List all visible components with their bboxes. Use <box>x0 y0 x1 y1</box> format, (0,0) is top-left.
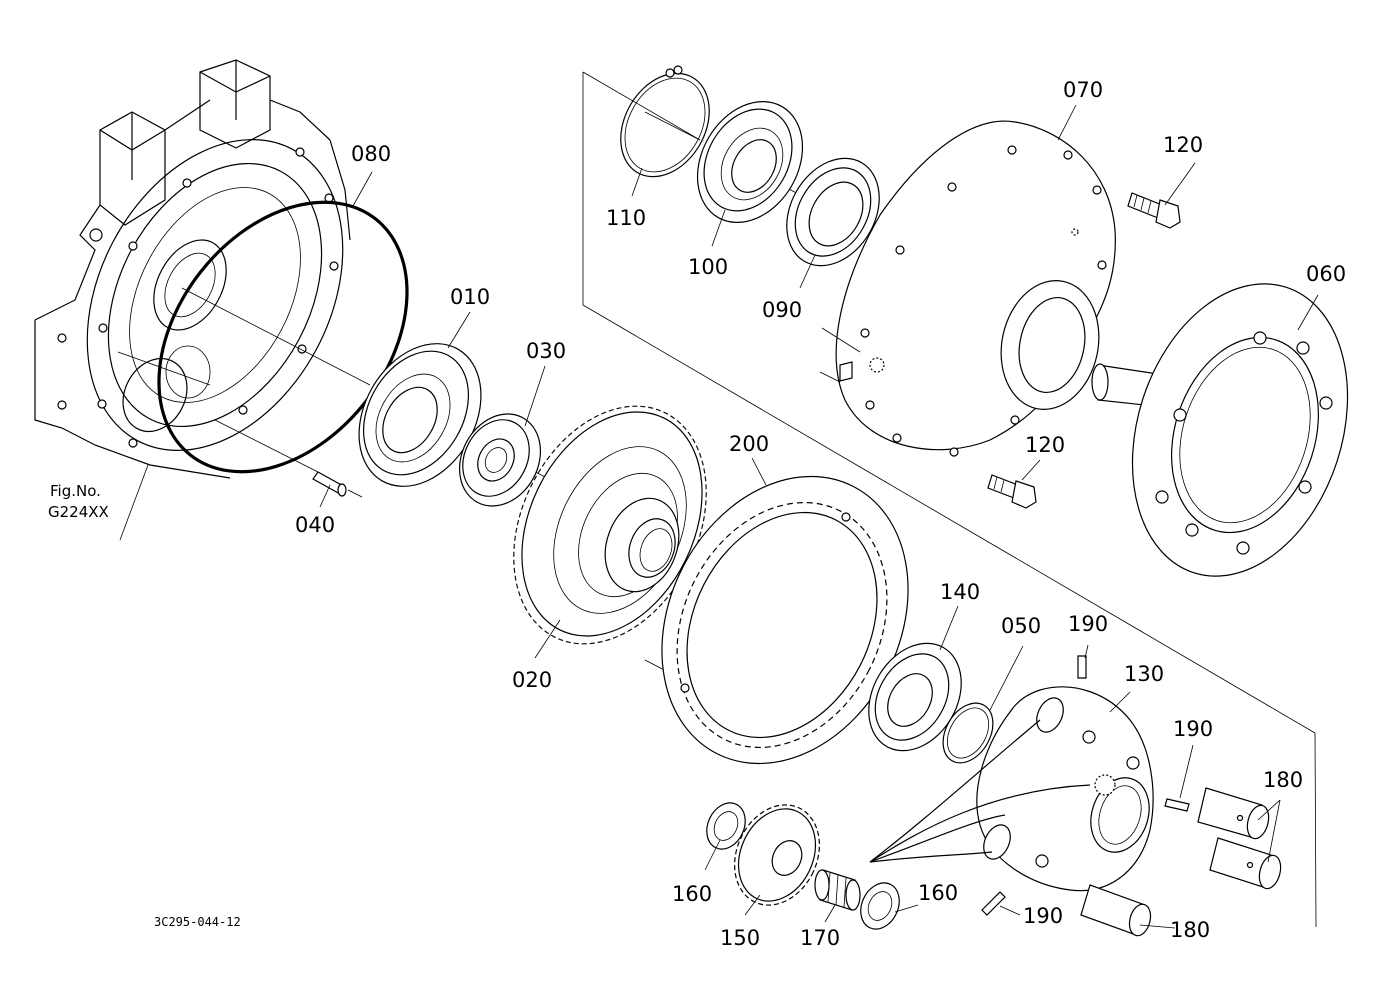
callout-190-top: 190 <box>1068 612 1108 636</box>
pin-190-right <box>1164 798 1190 812</box>
carrier-130 <box>869 686 1154 892</box>
bolt-120-lower <box>987 474 1037 509</box>
callout-150: 150 <box>720 926 760 950</box>
callout-020: 020 <box>512 668 552 692</box>
pin-190-top <box>1077 655 1087 679</box>
callout-080: 080 <box>351 142 391 166</box>
bolt-120-upper <box>1127 192 1181 229</box>
fig-no-label: Fig.No. <box>50 482 101 500</box>
shaft-180-upper <box>1197 787 1270 840</box>
callout-160-left: 160 <box>672 882 712 906</box>
bearing-100 <box>696 101 804 223</box>
callout-060: 060 <box>1306 262 1346 286</box>
figure-info: Fig.No. G224XX 3C295-044-12 <box>48 482 241 929</box>
snap-ring-110 <box>620 65 710 178</box>
callout-110: 110 <box>606 206 646 230</box>
pin-190-bottom <box>981 891 1006 916</box>
drawing-code: 3C295-044-12 <box>154 915 241 929</box>
callout-180-lower: 180 <box>1170 918 1210 942</box>
callout-170: 170 <box>800 926 840 950</box>
snap-ring-050 <box>942 702 994 764</box>
callout-140: 140 <box>940 580 980 604</box>
pin-040 <box>312 471 347 497</box>
planet-gear-150 <box>734 804 820 906</box>
callout-130: 130 <box>1124 662 1164 686</box>
callout-030: 030 <box>526 339 566 363</box>
leader-lines <box>119 104 1319 929</box>
callout-190-bottom: 190 <box>1023 904 1063 928</box>
callout-200: 200 <box>729 432 769 456</box>
callout-050: 050 <box>1001 614 1041 638</box>
housing <box>34 59 351 479</box>
needle-bearing-170 <box>814 869 861 911</box>
gear-020 <box>513 405 707 645</box>
washer-160-right <box>860 882 900 930</box>
callout-090: 090 <box>762 298 802 322</box>
washer-160-left <box>706 802 746 850</box>
callout-160-right: 160 <box>918 881 958 905</box>
callout-120-upper: 120 <box>1163 133 1203 157</box>
bearing-140 <box>868 642 962 752</box>
subassembly-frame <box>582 71 1317 928</box>
callout-100: 100 <box>688 255 728 279</box>
shaft-180-lower <box>1080 884 1152 937</box>
bearing-090 <box>786 157 880 267</box>
callout-labels: 080 010 030 040 020 070 120 060 110 100 … <box>295 78 1346 950</box>
flange-shaft-060 <box>1091 283 1349 577</box>
bearing-010 <box>358 343 482 487</box>
bearing-030 <box>458 413 542 507</box>
callout-040: 040 <box>295 513 335 537</box>
callout-070: 070 <box>1063 78 1103 102</box>
cover-070 <box>819 120 1116 457</box>
ring-gear-200 <box>661 475 909 765</box>
callout-180-upper: 180 <box>1263 768 1303 792</box>
shaft-180-middle <box>1209 837 1282 890</box>
callout-010: 010 <box>450 285 490 309</box>
callout-120-lower: 120 <box>1025 433 1065 457</box>
callout-190-right: 190 <box>1173 717 1213 741</box>
fig-no-value: G224XX <box>48 503 109 521</box>
